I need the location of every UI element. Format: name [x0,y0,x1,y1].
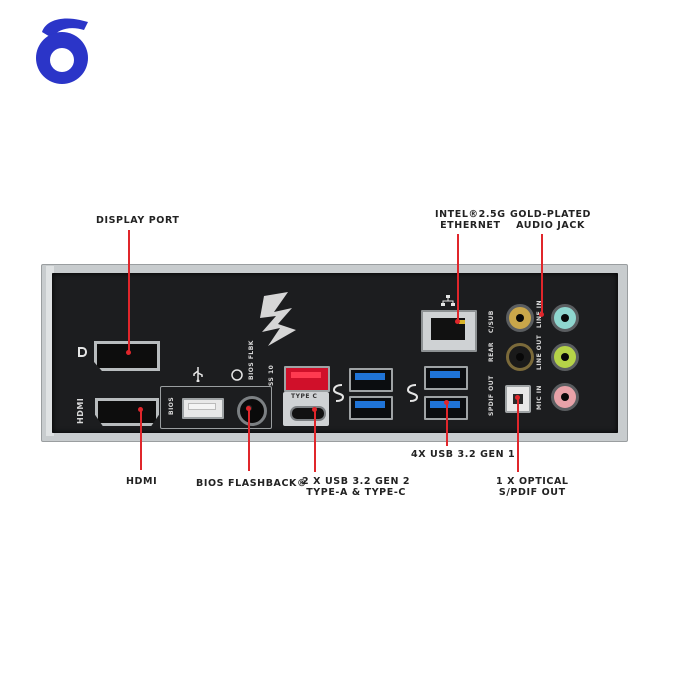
ss-usb-logo-icon-2 [406,384,419,402]
leader-bios [248,409,250,471]
leader-dot-audio [539,312,544,317]
callout-display-port: DISPLAY PORT [96,215,180,226]
usb32-gen1-port-2 [349,396,393,420]
callout-bios-flashback: BIOS FLASHBACK® [196,478,308,489]
leader-dot-usb32-gen1 [444,400,449,405]
usb32-gen1-port-1 [349,368,393,392]
displayport-icon [78,347,87,357]
leader-usb32-gen1 [446,402,448,446]
callout-ethernet: INTEL®2.5G ETHERNET [435,209,506,231]
rog-eye-icon [260,292,296,346]
callout-ethernet-line2: ETHERNET [440,220,501,231]
shield-label-hdmi: HDMI [76,397,85,424]
leader-dot-usb32-gen2 [312,407,317,412]
callout-ethernet-line1: INTEL®2.5G [435,209,506,220]
shield-label-bios: BIOS [168,396,175,415]
leader-audio [541,234,543,314]
io-shield-tab [46,266,54,436]
audio-jack-line-in [551,304,579,332]
shield-label-c-sub: C/SUB [488,310,495,333]
usb32-gen1-port-3 [424,366,468,390]
shield-label-spdif-out: SPDIF OUT [488,375,495,416]
shield-label-ss10: SS 10 [268,364,275,386]
callout-usb32-gen2-line2: TYPE-A & TYPE-C [306,487,406,498]
usb32-gen2-type-a-port [284,366,330,392]
callout-optical-line1: 1 X OPTICAL [496,476,569,487]
bios-usb-port [182,398,224,419]
callout-audio-jack: GOLD-PLATED AUDIO JACK [510,209,591,231]
callout-audio-line2: AUDIO JACK [516,220,585,231]
callout-optical-line2: S/PDIF OUT [498,487,566,498]
shop-logo-icon [36,18,88,84]
leader-optical [517,398,519,472]
ethernet-port [421,310,477,352]
leader-hdmi [140,410,142,470]
leader-dot-hdmi [138,407,143,412]
callout-optical-spdif: 1 X OPTICAL S/PDIF OUT [496,476,569,498]
ss-usb-logo-icon [332,384,345,402]
audio-jack-line-out [551,343,579,371]
network-icon [441,295,455,306]
usb32-gen2-type-c-port [290,406,326,421]
shield-label-line-out: LINE OUT [536,334,543,370]
audio-jack-csub [506,304,534,332]
hdmi-port [95,398,159,426]
callout-audio-line1: GOLD-PLATED [510,209,592,220]
shield-label-type-c: TYPE C [291,393,318,400]
usb-symbol-icon [193,367,203,382]
callout-usb32-gen2-line1: 2 X USB 3.2 GEN 2 [302,476,411,487]
leader-dot-ethernet [455,319,460,324]
callout-usb32-gen1: 4X USB 3.2 GEN 1 [411,449,516,460]
bios-flashback-button[interactable] [237,396,267,426]
leader-display-port [128,230,130,354]
bios-flashback-group [160,386,272,429]
bios-refresh-icon [231,369,243,381]
shield-label-mic-in: MIC IN [536,385,543,410]
callout-hdmi: HDMI [126,476,158,487]
audio-jack-mic-in [551,383,579,411]
leader-usb32-gen2 [314,410,316,472]
leader-ethernet [457,234,459,322]
displayport-port [94,341,160,371]
shield-label-bios-flbk: BIOS FLBK [248,340,255,380]
callout-usb32-gen2: 2 X USB 3.2 GEN 2 TYPE-A & TYPE-C [302,476,410,498]
shield-label-rear: REAR [488,342,495,362]
leader-dot-bios [246,406,251,411]
audio-jack-rear [506,343,534,371]
leader-dot-optical [515,395,520,400]
leader-dot-display-port [126,350,131,355]
